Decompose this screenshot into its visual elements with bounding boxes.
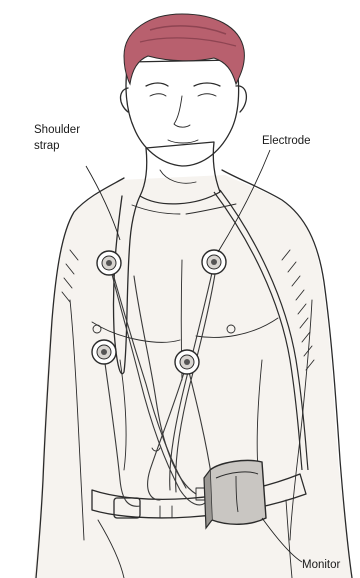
- hair: [124, 14, 244, 84]
- electrode-pad: [175, 350, 199, 374]
- electrode-pad: [97, 251, 121, 275]
- face: [126, 60, 239, 166]
- label-shoulder-strap-line2: strap: [34, 140, 60, 152]
- electrode-pad: [92, 340, 116, 364]
- label-electrode: Electrode: [262, 135, 311, 147]
- label-shoulder-strap-line1: Shoulder: [34, 124, 80, 136]
- label-monitor: Monitor: [302, 559, 341, 571]
- torso-skin: [34, 175, 352, 578]
- head: [121, 14, 247, 204]
- electrode-pad: [202, 250, 226, 274]
